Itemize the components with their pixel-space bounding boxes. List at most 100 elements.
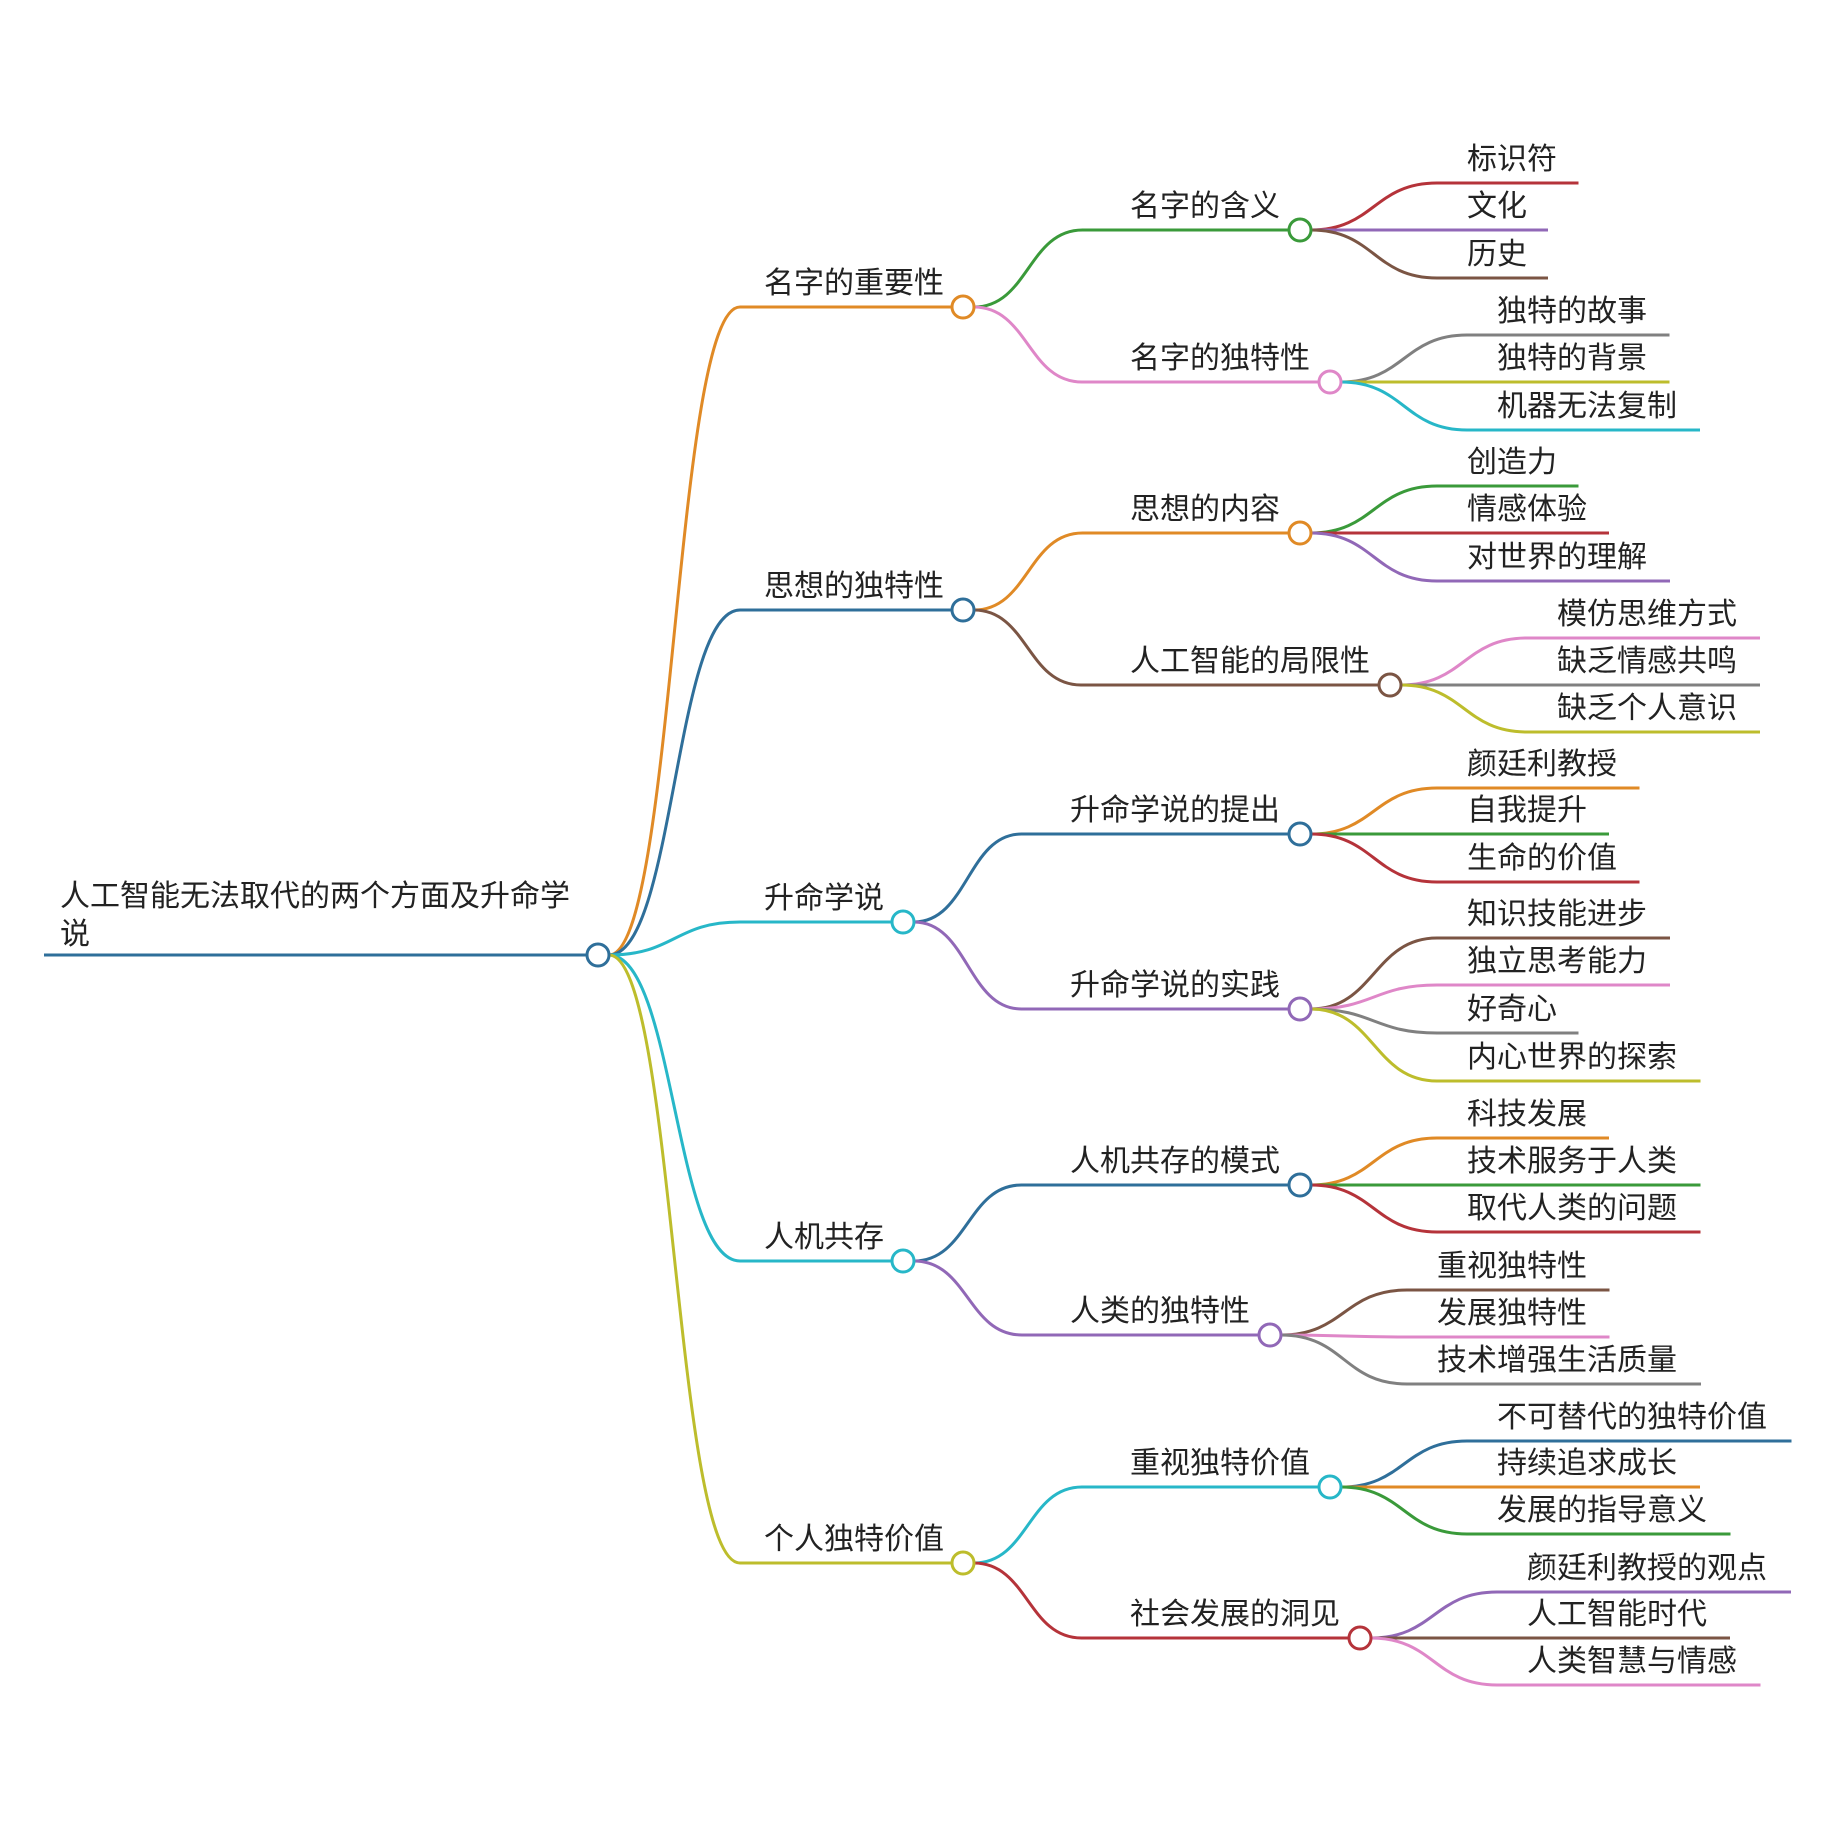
leaf-label: 技术服务于人类 (1467, 1144, 1677, 1179)
branch-label: 个人独特价值 (764, 1522, 944, 1557)
topic-to-leaf-connector (1310, 936, 1438, 1011)
branch-label: 升命学说 (764, 881, 884, 916)
topic-to-leaf-connector (1310, 983, 1438, 1011)
branch-to-topic-connector (913, 1183, 1022, 1263)
topic-toggle-node[interactable] (1287, 996, 1313, 1022)
topic-label: 人工智能的局限性 (1130, 644, 1370, 679)
topic-label: 人机共存的模式 (1070, 1144, 1280, 1179)
branch-label: 名字的重要性 (764, 266, 944, 301)
branch-to-topic-connector (973, 228, 1083, 309)
root-to-branch-connector (608, 305, 741, 957)
topic-toggle-node[interactable] (1257, 1322, 1283, 1348)
topic-toggle-node[interactable] (1287, 1172, 1313, 1198)
topic-to-leaf-connector (1310, 531, 1438, 583)
leaf-label: 好奇心 (1467, 992, 1557, 1027)
topic-toggle-node[interactable] (1287, 520, 1313, 546)
branch-label: 思想的独特性 (764, 569, 944, 604)
branch-label: 人机共存 (764, 1220, 884, 1255)
root-title-line1: 人工智能无法取代的两个方面及升命学 (60, 879, 570, 914)
root-toggle-node[interactable] (585, 942, 611, 968)
branch-toggle-node[interactable] (950, 294, 976, 320)
topic-toggle-node[interactable] (1377, 672, 1403, 698)
topic-to-leaf-connector (1340, 1485, 1468, 1536)
topic-to-leaf-connector (1370, 1590, 1498, 1640)
topic-to-leaf-connector (1400, 636, 1528, 687)
topic-to-leaf-connector (1370, 1636, 1498, 1687)
leaf-label: 文化 (1467, 189, 1527, 224)
leaf-label: 不可替代的独特价值 (1497, 1400, 1767, 1435)
topic-toggle-node[interactable] (1287, 821, 1313, 847)
leaf-label: 创造力 (1467, 445, 1557, 480)
leaf-label: 对世界的理解 (1467, 540, 1647, 575)
root-to-branch-connector (608, 953, 741, 1565)
branch-to-topic-connector (973, 1561, 1082, 1640)
topic-to-leaf-connector (1310, 1007, 1438, 1083)
topic-label: 升命学说的提出 (1070, 793, 1280, 828)
leaf-label: 独特的故事 (1497, 294, 1647, 329)
topic-to-leaf-connector (1310, 1183, 1438, 1234)
branch-to-topic-connector (973, 608, 1082, 687)
leaf-label: 人工智能时代 (1527, 1597, 1707, 1632)
topic-to-leaf-connector (1310, 228, 1438, 280)
topic-to-leaf-connector (1310, 181, 1438, 232)
branch-to-topic-connector (973, 305, 1083, 384)
leaf-label: 缺乏个人意识 (1557, 691, 1737, 726)
leaf-label: 发展独特性 (1437, 1296, 1587, 1331)
leaf-label: 发展的指导意义 (1497, 1493, 1707, 1528)
root-to-branch-connector (608, 608, 741, 957)
leaf-label: 情感体验 (1467, 492, 1587, 527)
leaf-label: 内心世界的探索 (1467, 1040, 1677, 1075)
leaf-label: 机器无法复制 (1497, 389, 1677, 424)
leaf-label: 颜廷利教授 (1467, 747, 1617, 782)
topic-label: 思想的内容 (1130, 492, 1280, 527)
topic-to-leaf-connector (1340, 1439, 1468, 1489)
topic-to-leaf-connector (1280, 1333, 1408, 1339)
leaf-label: 持续追求成长 (1497, 1446, 1677, 1481)
topic-to-leaf-connector (1310, 1007, 1438, 1035)
topic-label: 人类的独特性 (1070, 1294, 1250, 1329)
leaf-label: 缺乏情感共鸣 (1557, 644, 1737, 679)
leaf-label: 生命的价值 (1467, 841, 1617, 876)
topic-to-leaf-connector (1280, 1288, 1408, 1337)
leaf-label: 人类智慧与情感 (1527, 1644, 1737, 1679)
leaf-label: 历史 (1467, 237, 1527, 272)
topic-to-leaf-connector (1340, 333, 1468, 384)
branch-to-topic-connector (913, 1259, 1023, 1337)
leaf-label: 科技发展 (1467, 1097, 1587, 1132)
branch-to-topic-connector (973, 531, 1083, 612)
root-to-branch-connector (608, 953, 741, 1263)
branch-toggle-node[interactable] (890, 909, 916, 935)
topic-to-leaf-connector (1400, 683, 1528, 734)
branch-to-topic-connector (913, 832, 1022, 924)
topic-toggle-node[interactable] (1317, 369, 1343, 395)
leaf-label: 知识技能进步 (1467, 897, 1647, 932)
leaf-label: 技术增强生活质量 (1437, 1343, 1677, 1378)
topic-label: 名字的独特性 (1130, 341, 1310, 376)
topic-to-leaf-connector (1310, 832, 1438, 884)
topic-to-leaf-connector (1310, 786, 1438, 836)
leaf-label: 模仿思维方式 (1557, 597, 1737, 632)
root-to-branch-connector (608, 920, 741, 957)
topic-label: 名字的含义 (1130, 189, 1280, 224)
leaf-label: 自我提升 (1467, 793, 1587, 828)
topic-label: 升命学说的实践 (1070, 968, 1280, 1003)
leaf-label: 取代人类的问题 (1467, 1191, 1677, 1226)
branch-toggle-node[interactable] (950, 1550, 976, 1576)
topic-to-leaf-connector (1310, 484, 1438, 535)
leaf-label: 独立思考能力 (1467, 944, 1647, 979)
topic-toggle-node[interactable] (1347, 1625, 1373, 1651)
leaf-label: 独特的背景 (1497, 341, 1647, 376)
branch-to-topic-connector (973, 1485, 1083, 1565)
branch-to-topic-connector (913, 920, 1022, 1011)
leaf-label: 重视独特性 (1437, 1249, 1587, 1284)
leaf-label: 标识符 (1467, 142, 1557, 177)
topic-to-leaf-connector (1340, 380, 1468, 432)
branch-toggle-node[interactable] (950, 597, 976, 623)
topic-label: 社会发展的洞见 (1130, 1597, 1340, 1632)
branch-toggle-node[interactable] (890, 1248, 916, 1274)
node-layer: 人工智能无法取代的两个方面及升命学说名字的重要性名字的含义标识符文化历史名字的独… (60, 142, 1767, 1679)
topic-toggle-node[interactable] (1287, 217, 1313, 243)
topic-to-leaf-connector (1310, 1136, 1438, 1187)
topic-toggle-node[interactable] (1317, 1474, 1343, 1500)
